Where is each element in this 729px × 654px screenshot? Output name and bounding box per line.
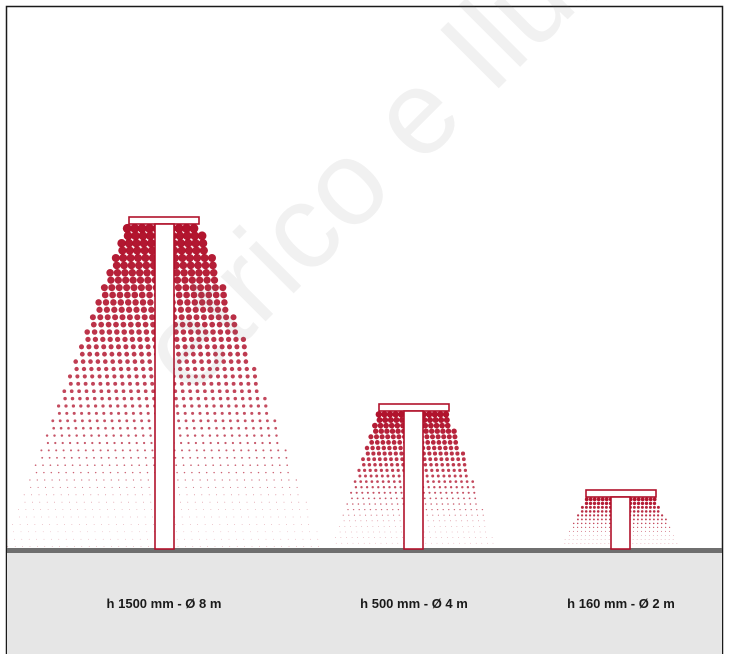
ground-area — [7, 550, 722, 654]
bollard-1-pole — [154, 223, 175, 550]
bollard-2-label: h 500 mm - Ø 4 m — [360, 596, 468, 611]
bollard-3 — [585, 489, 657, 550]
bollard-1 — [128, 216, 200, 550]
bollard-3-pole — [610, 496, 631, 550]
bollard-1-cap — [128, 216, 200, 225]
bollard-2-pole — [403, 410, 424, 550]
bollard-3-label: h 160 mm - Ø 2 m — [567, 596, 675, 611]
bollard-2 — [378, 403, 450, 550]
bollard-1-label: h 1500 mm - Ø 8 m — [106, 596, 222, 611]
bollard-2-cap — [378, 403, 450, 412]
bollard-3-cap — [585, 489, 657, 498]
ground-line — [7, 548, 722, 553]
